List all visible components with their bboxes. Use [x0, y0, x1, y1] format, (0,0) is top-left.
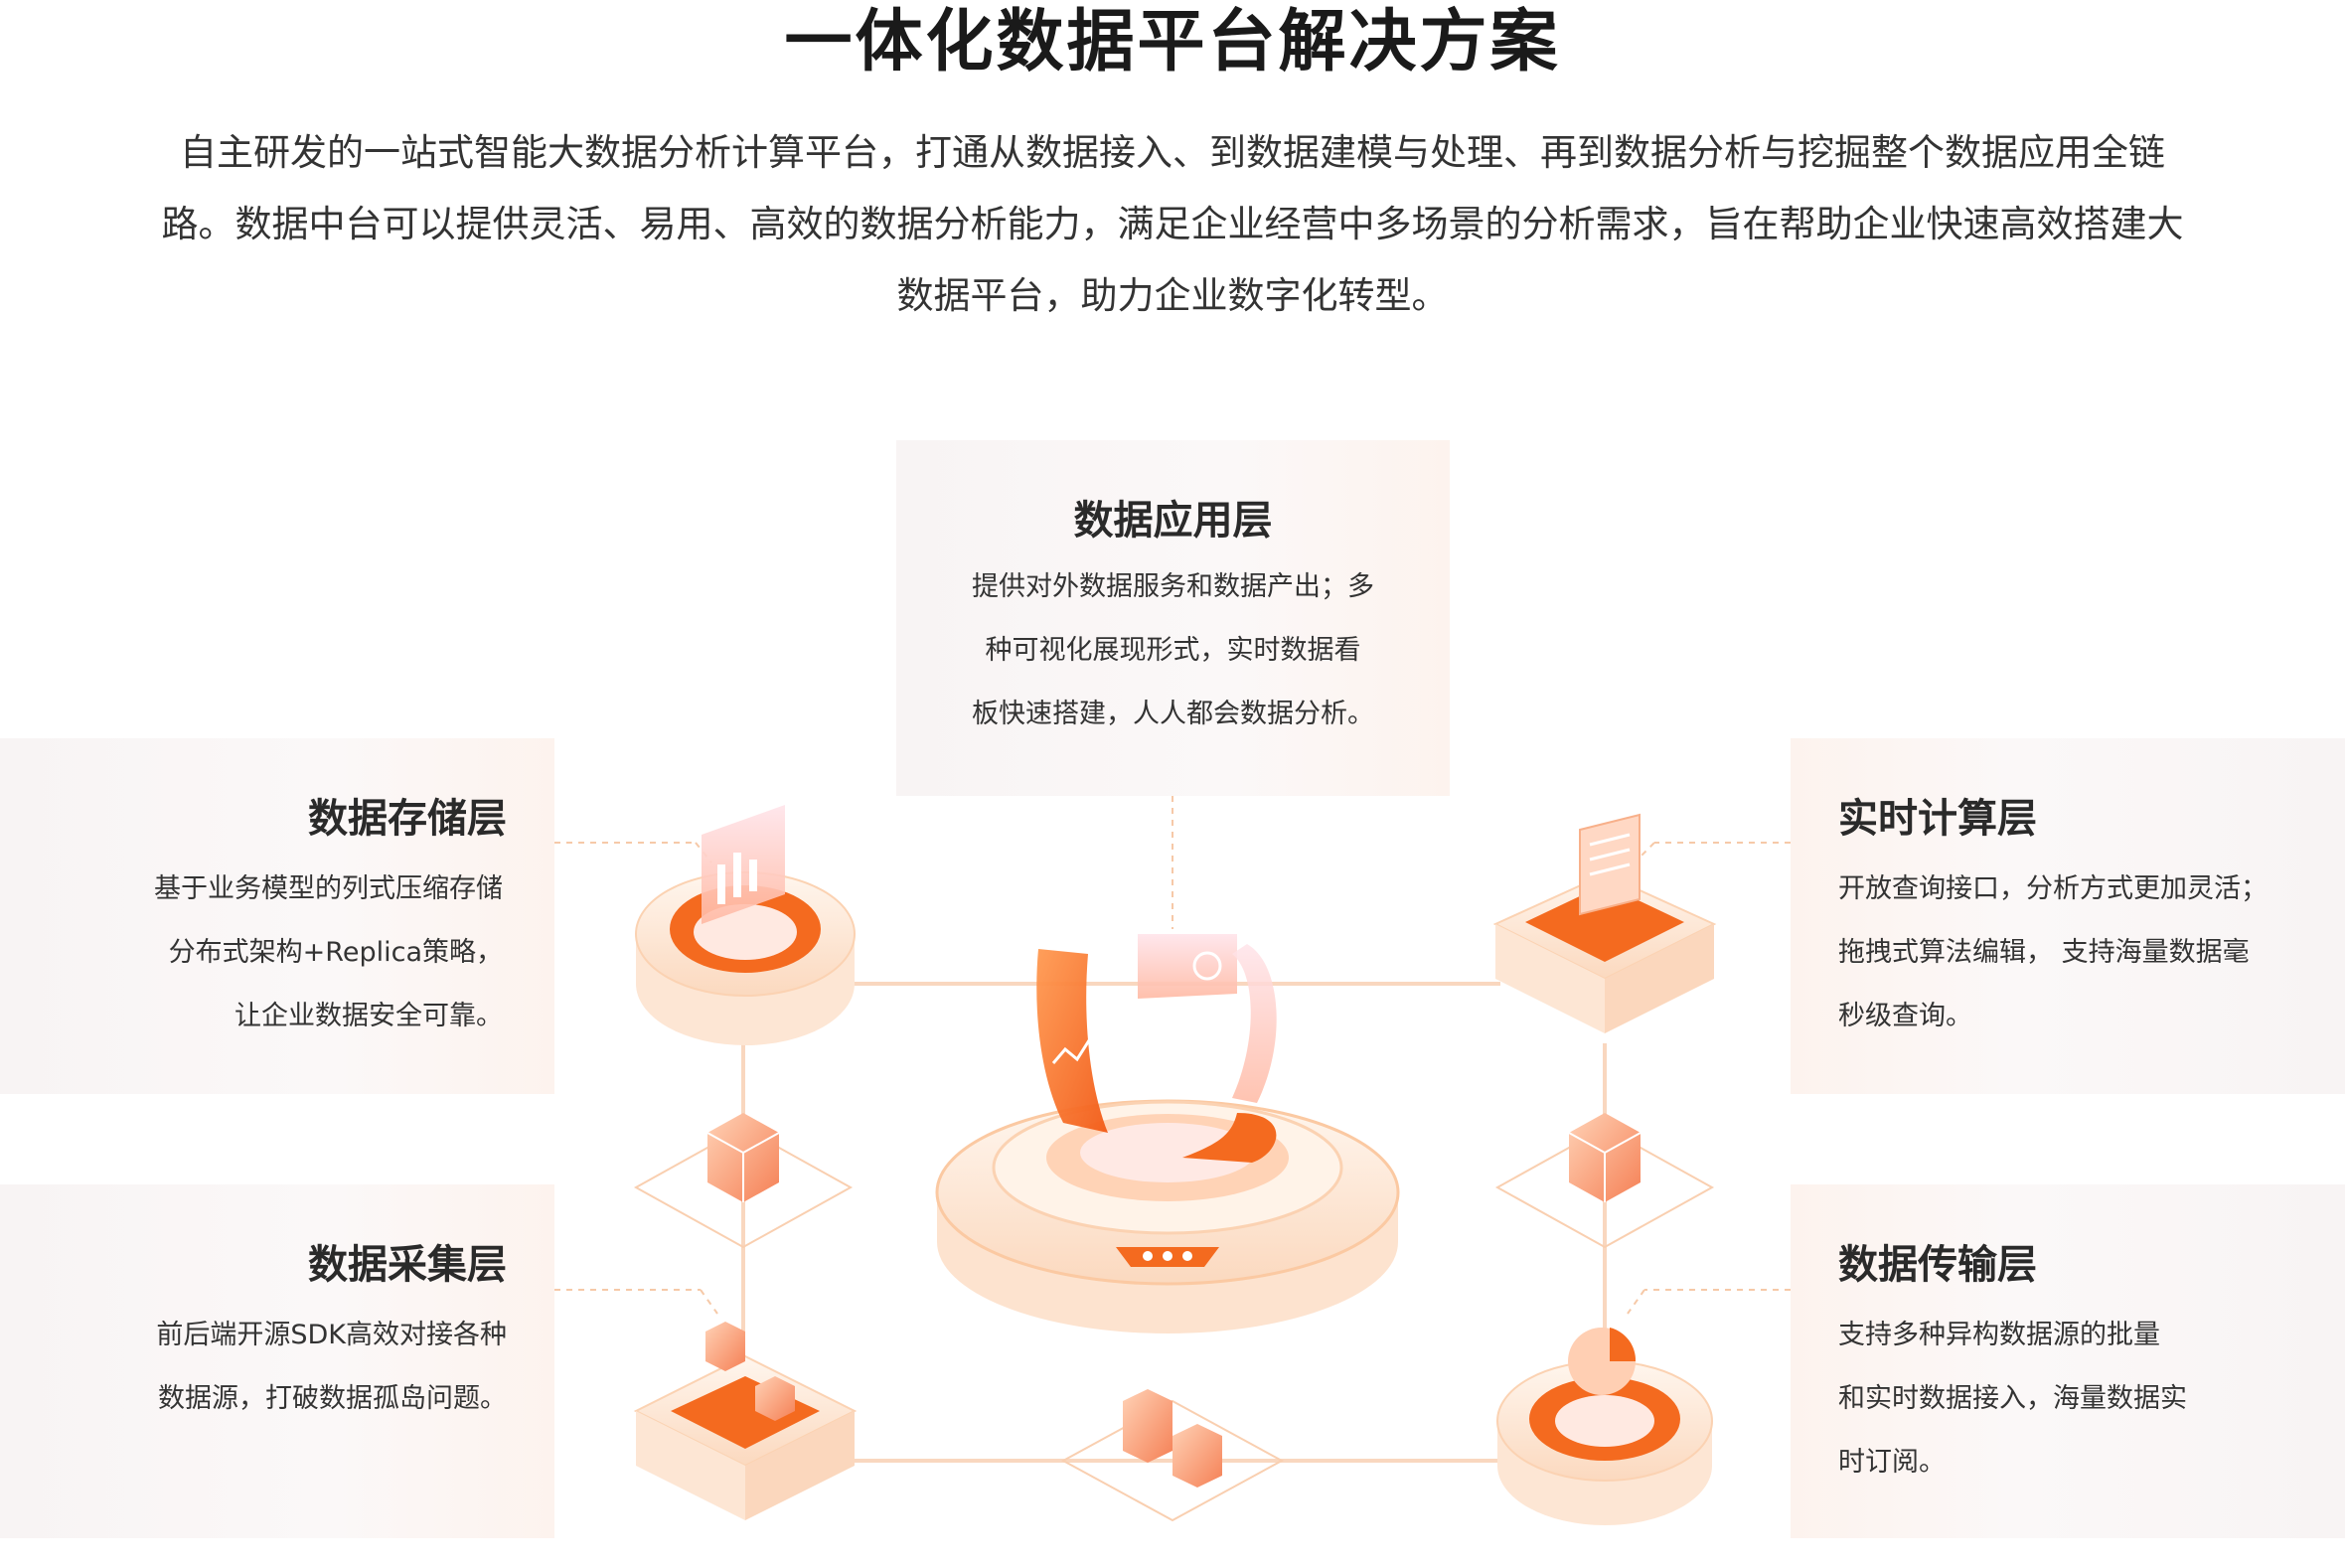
collect-layer-desc: 前后端开源SDK高效对接各种 数据源，打破数据孤岛问题。: [156, 1304, 507, 1431]
transfer-desc-line: 时订阅。: [1838, 1447, 1946, 1478]
compute-desc-line: 开放查询接口，分析方式更加灵活；: [1838, 873, 2267, 904]
card-compute-layer: 实时计算层 开放查询接口，分析方式更加灵活； 拖拽式算法编辑， 支持海量数据毫 …: [1791, 738, 2345, 1094]
intro-line-1: 自主研发的一站式智能大数据分析计算平台，打通从数据接入、到数据建模与处理、再到数…: [180, 131, 2165, 174]
right-cube-icon: [1494, 1113, 1715, 1249]
collect-icon: [633, 1322, 858, 1520]
storage-layer-desc: 基于业务模型的列式压缩存储 分布式架构+Replica策略， 让企业数据安全可靠…: [154, 858, 503, 1048]
compute-layer-title: 实时计算层: [1838, 796, 2037, 842]
card-transfer-layer: 数据传输层 支持多种异构数据源的批量 和实时数据接入，海量数据实 时订阅。: [1791, 1184, 2345, 1538]
intro-line-3: 数据平台，助力企业数字化转型。: [896, 274, 1449, 317]
intro-paragraph: 自主研发的一站式智能大数据分析计算平台，打通从数据接入、到数据建模与处理、再到数…: [79, 117, 2266, 332]
collect-desc-line: 数据源，打破数据孤岛问题。: [158, 1383, 507, 1414]
application-desc-line: 种可视化展现形式，实时数据看: [985, 635, 1361, 666]
page-title: 一体化数据平台解决方案: [784, 3, 1561, 81]
left-cube-icon: [633, 1113, 854, 1249]
collect-layer-title: 数据采集层: [308, 1242, 507, 1288]
card-application-layer: 数据应用层 提供对外数据服务和数据产出；多 种可视化展现形式，实时数据看 板快速…: [896, 440, 1450, 796]
storage-desc-line: 基于业务模型的列式压缩存储: [154, 873, 503, 904]
storage-layer-title: 数据存储层: [308, 796, 507, 842]
transfer-desc-line: 和实时数据接入，海量数据实: [1838, 1383, 2187, 1414]
connector-lines: [741, 982, 1607, 1463]
transfer-layer-title: 数据传输层: [1838, 1242, 2037, 1288]
card-collect-layer: 数据采集层 前后端开源SDK高效对接各种 数据源，打破数据孤岛问题。: [0, 1184, 554, 1538]
compute-desc-line: 秒级查询。: [1838, 1001, 1972, 1031]
central-platform-icon: [935, 934, 1400, 1333]
compute-icon: [1492, 813, 1717, 1033]
storage-desc-line: 分布式架构+Replica策略，: [168, 937, 503, 968]
transfer-desc-line: 支持多种异构数据源的批量: [1838, 1320, 2160, 1350]
compute-layer-desc: 开放查询接口，分析方式更加灵活； 拖拽式算法编辑， 支持海量数据毫 秒级查询。: [1838, 858, 2267, 1048]
storage-icon: [635, 805, 856, 1045]
application-desc-line: 板快速搭建，人人都会数据分析。: [972, 699, 1374, 729]
collect-desc-line: 前后端开源SDK高效对接各种: [156, 1320, 507, 1350]
storage-desc-line: 让企业数据安全可靠。: [234, 1001, 503, 1031]
transfer-layer-desc: 支持多种异构数据源的批量 和实时数据接入，海量数据实 时订阅。: [1838, 1304, 2187, 1494]
transfer-icon: [1496, 1328, 1713, 1525]
compute-desc-line: 拖拽式算法编辑， 支持海量数据毫: [1838, 937, 2250, 968]
application-desc-line: 提供对外数据服务和数据产出；多: [972, 571, 1374, 602]
intro-line-2: 路。数据中台可以提供灵活、易用、高效的数据分析能力，满足企业经营中多场景的分析需…: [161, 203, 2184, 245]
application-layer-desc: 提供对外数据服务和数据产出；多 种可视化展现形式，实时数据看 板快速搭建，人人都…: [896, 555, 1450, 746]
card-storage-layer: 数据存储层 基于业务模型的列式压缩存储 分布式架构+Replica策略， 让企业…: [0, 738, 554, 1094]
bottom-middle-cubes-icon: [1060, 1389, 1285, 1522]
application-layer-title: 数据应用层: [1073, 498, 1273, 544]
